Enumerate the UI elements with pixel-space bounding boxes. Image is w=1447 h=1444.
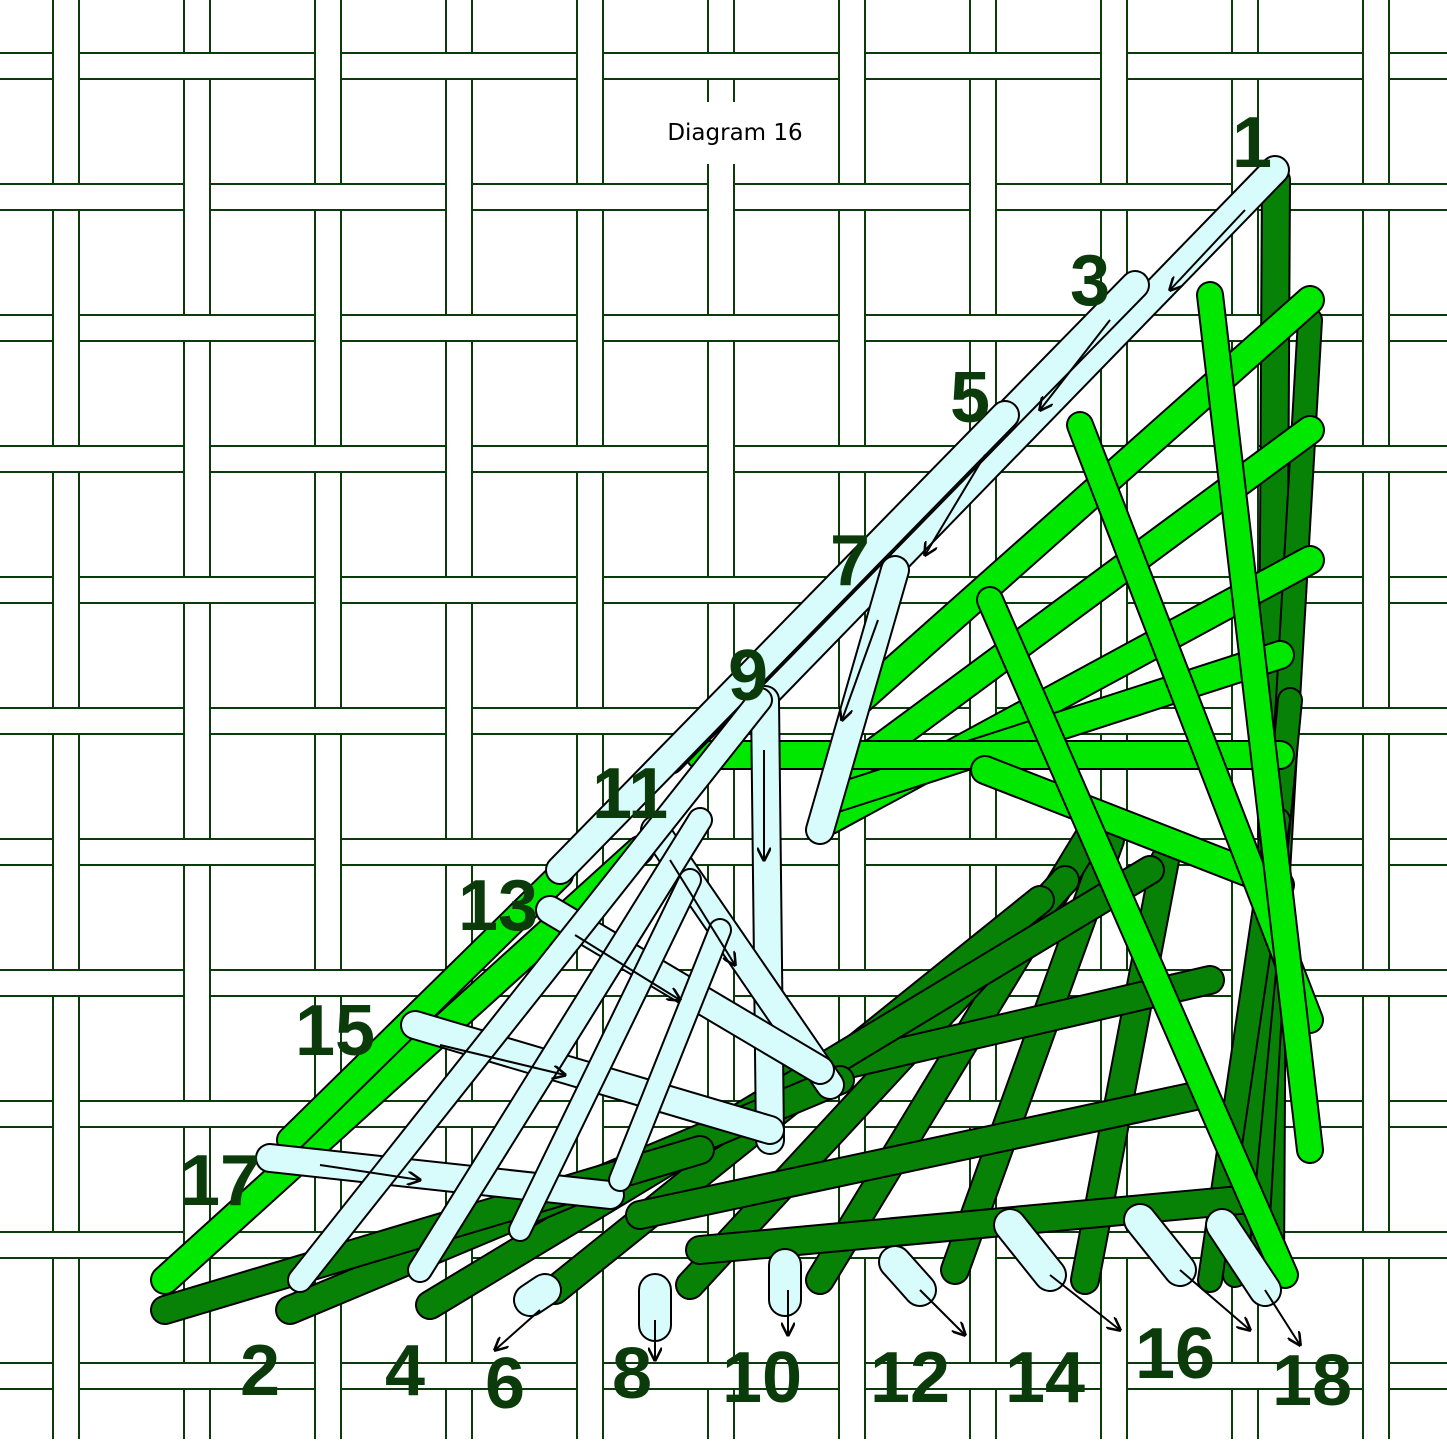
mesh-horizontal-thread bbox=[0, 52, 1447, 80]
mesh-weave-crossing bbox=[839, 52, 865, 80]
thread-pale bbox=[608, 918, 732, 1192]
stitch-number-3: 3 bbox=[1070, 241, 1110, 321]
thread-dark-green bbox=[625, 1080, 1215, 1230]
mesh-weave-crossing bbox=[577, 314, 603, 342]
mesh-weave-crossing bbox=[53, 52, 79, 80]
mesh-weave-crossing bbox=[53, 838, 79, 866]
direction-arrow bbox=[319, 1164, 420, 1180]
direction-arrows bbox=[319, 209, 1300, 1360]
direction-arrow bbox=[1040, 319, 1111, 410]
thread-pale-stub bbox=[1123, 1203, 1197, 1287]
direction-arrow bbox=[1179, 1269, 1250, 1330]
direction-arrow bbox=[495, 1309, 541, 1350]
mesh-weave-crossing bbox=[1363, 1100, 1389, 1128]
mesh-weave-crossing bbox=[315, 314, 341, 342]
mesh-weave-crossing bbox=[708, 445, 734, 473]
mesh-weave-crossing bbox=[1363, 314, 1389, 342]
stitch-number-2: 2 bbox=[240, 1331, 280, 1411]
mesh-weave-crossing bbox=[1363, 838, 1389, 866]
mesh-weave-crossing bbox=[53, 314, 79, 342]
thread-bright-green bbox=[276, 861, 574, 1154]
stitch-number-11: 11 bbox=[592, 754, 668, 834]
stitch-number-labels: 1 3 5 7 9 11 13 15 17 2 4 6 8 10 12 14 1… bbox=[180, 103, 1352, 1424]
stitch-number-14: 14 bbox=[1005, 1338, 1085, 1418]
stitch-number-17: 17 bbox=[180, 1141, 260, 1221]
diagram-title: Diagram 16 bbox=[640, 102, 830, 164]
stitch-number-12: 12 bbox=[870, 1338, 950, 1418]
mesh-horizontal-thread bbox=[0, 576, 1447, 604]
mesh-weave-crossing bbox=[839, 1362, 865, 1390]
mesh-weave-crossing bbox=[577, 52, 603, 80]
thread-bright-green bbox=[845, 285, 1325, 715]
mesh-weave-crossing bbox=[1363, 1362, 1389, 1390]
thread-pale-stub bbox=[1205, 1208, 1282, 1307]
direction-arrow bbox=[919, 1289, 965, 1335]
thread-pale bbox=[750, 685, 785, 1155]
direction-arrow bbox=[1049, 1274, 1120, 1330]
mesh-weave-crossing bbox=[446, 445, 472, 473]
stitch-number-1: 1 bbox=[1232, 103, 1272, 183]
thread-pale-stub bbox=[513, 1273, 562, 1317]
mesh-weave-crossing bbox=[1363, 576, 1389, 604]
stitch-number-9: 9 bbox=[728, 636, 768, 716]
mesh-weave-crossing bbox=[839, 314, 865, 342]
stitch-number-7: 7 bbox=[830, 521, 870, 601]
mesh-weave-crossing bbox=[577, 1362, 603, 1390]
mesh-weave-crossing bbox=[53, 576, 79, 604]
direction-arrow bbox=[842, 619, 879, 720]
mesh-weave-crossing bbox=[184, 445, 210, 473]
mesh-weave-crossing bbox=[577, 576, 603, 604]
thread-pale-stub bbox=[878, 1245, 937, 1307]
direction-arrow bbox=[669, 859, 735, 965]
mesh-weave-crossing bbox=[1101, 52, 1127, 80]
thread-bright-green bbox=[1196, 281, 1324, 1164]
stitch-number-4: 4 bbox=[385, 1331, 425, 1411]
mesh-weave-crossing bbox=[1363, 52, 1389, 80]
stitch-number-8: 8 bbox=[612, 1334, 652, 1414]
stitch-number-16: 16 bbox=[1135, 1314, 1215, 1394]
mesh-weave-crossing bbox=[970, 183, 996, 211]
mesh-weave-crossing bbox=[1101, 1362, 1127, 1390]
mesh-weave-crossing bbox=[446, 707, 472, 735]
stitch-number-18: 18 bbox=[1272, 1341, 1352, 1421]
mesh-weave-crossing bbox=[184, 969, 210, 997]
mesh-weave-crossing bbox=[315, 838, 341, 866]
stitch-number-13: 13 bbox=[458, 866, 538, 946]
mesh-weave-crossing bbox=[708, 183, 734, 211]
stitch-number-5: 5 bbox=[950, 358, 990, 438]
direction-arrow bbox=[439, 1044, 565, 1075]
mesh-weave-crossing bbox=[53, 1362, 79, 1390]
thread-pale bbox=[745, 155, 1290, 715]
thread-pale bbox=[287, 687, 773, 1293]
mesh-weave-crossing bbox=[184, 183, 210, 211]
stitch-number-10: 10 bbox=[722, 1338, 802, 1418]
direction-arrow bbox=[574, 934, 680, 1000]
mesh-weave-crossing bbox=[315, 52, 341, 80]
mesh-weave-crossing bbox=[446, 183, 472, 211]
thread-pale-stub bbox=[993, 1208, 1067, 1292]
mesh-weave-crossing bbox=[184, 707, 210, 735]
direction-arrow bbox=[1264, 1289, 1300, 1345]
thread-pale bbox=[508, 868, 702, 1242]
stitch-number-15: 15 bbox=[295, 991, 375, 1071]
thread-pale bbox=[407, 807, 713, 1283]
direction-arrow bbox=[1170, 209, 1246, 290]
thread-bright-green bbox=[976, 586, 1299, 1289]
direction-arrow bbox=[925, 454, 986, 555]
thread-pale bbox=[545, 400, 1020, 885]
mesh-weave-crossing bbox=[839, 838, 865, 866]
mesh-horizontal-thread bbox=[0, 1362, 1447, 1390]
thread-pale bbox=[805, 555, 910, 845]
stitch-number-6: 6 bbox=[485, 1344, 525, 1424]
thread-bright-green bbox=[970, 755, 1295, 900]
mesh-weave-crossing bbox=[315, 576, 341, 604]
stitch-threads bbox=[150, 155, 1325, 1342]
mesh-weave-crossing bbox=[315, 1362, 341, 1390]
mesh-horizontal-thread bbox=[0, 314, 1447, 342]
mesh-weave-crossing bbox=[53, 1100, 79, 1128]
